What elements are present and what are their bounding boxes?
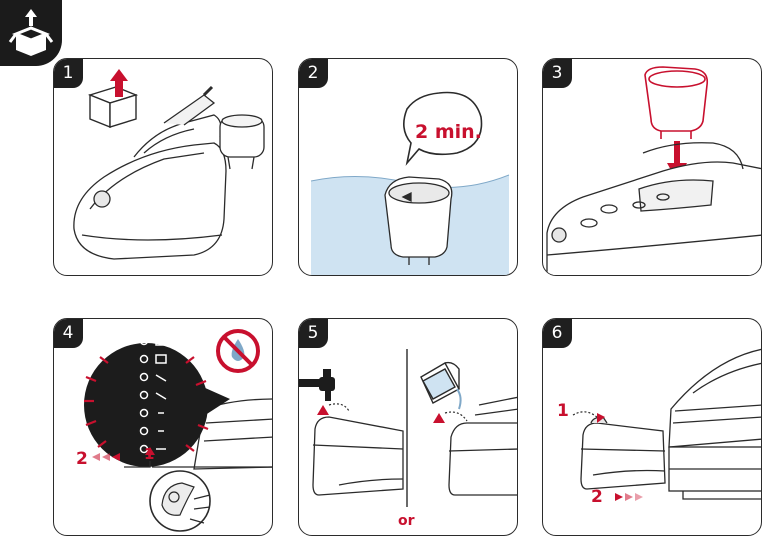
- step-4-callout-2: 2: [76, 449, 88, 469]
- step-4-callout-1: 1: [144, 445, 155, 463]
- step-number: 5: [299, 319, 328, 348]
- fill-water-illustration: [299, 349, 517, 507]
- step-number: 1: [54, 59, 83, 88]
- unbox-badge: [0, 0, 62, 66]
- step-panel-6: 6 1 2: [542, 318, 762, 536]
- step-panel-5: 5 or: [298, 318, 518, 536]
- step-number: 6: [543, 319, 572, 348]
- step-panel-3: 3: [542, 58, 762, 276]
- iron-unpack-illustration: [73, 69, 265, 260]
- step-number: 2: [299, 59, 328, 88]
- step-6-callout-1: 1: [557, 401, 569, 421]
- step-panel-2: 2 2 min.: [298, 58, 518, 276]
- soak-illustration: [310, 91, 510, 275]
- step-number: 3: [543, 59, 572, 88]
- unbox-icon: [8, 9, 54, 56]
- step-6-callout-2: 2: [591, 487, 603, 507]
- reinsert-cartridge-illustration: [572, 348, 761, 501]
- soak-time-label: 2 min.: [415, 121, 482, 143]
- control-panel-illustration: [84, 329, 272, 532]
- cartridge-insert-illustration: [546, 66, 761, 275]
- step-panel-4: 4: [53, 318, 273, 536]
- or-separator-label: or: [398, 513, 415, 529]
- step-number: 4: [54, 319, 83, 348]
- step-panel-1: 1: [53, 58, 273, 276]
